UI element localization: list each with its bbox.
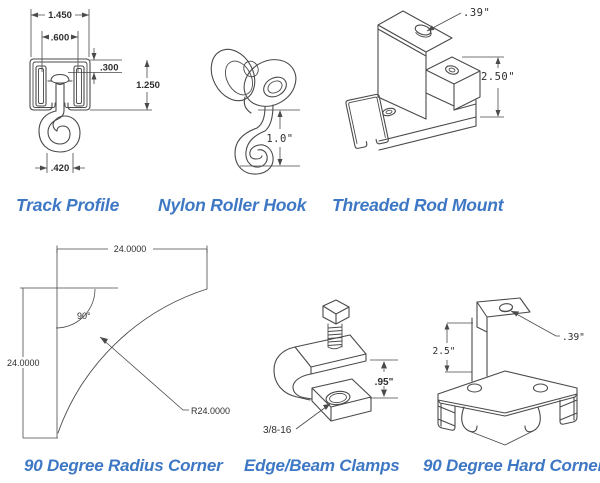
vertical-plate [377,28,427,120]
radius-arc [57,288,208,434]
hard-corner-drawing: 2.5" .39" [430,297,585,446]
dim-hook-drop: 1.0" [266,133,293,145]
dim-overall-width: 1.450 [48,10,72,21]
threaded-hole [325,390,351,406]
edge-beam-clamp-drawing: .95" 3/8-16 [263,299,398,436]
caption-hard-corner: 90 Degree Hard Corner [423,456,600,475]
dim-inner-width: .600 [51,33,70,44]
stem-plate [471,317,488,382]
saddle-bracket [425,56,481,111]
caption-edge-beam-clamps: Edge/Beam Clamps [244,456,400,475]
threaded-rod-mount-drawing: .39" 2.50" [345,7,515,151]
corner-plate [437,370,578,417]
dim-corner-height: 2.5" [433,346,456,357]
dim-corner-hole: .39" [562,332,585,343]
clamp-top-face [294,334,367,375]
bolt-head [322,299,350,325]
right-roller-wheel [243,59,297,107]
top-flange [377,10,453,57]
hook-outline [234,106,274,175]
dim-mount-height: 2.50" [481,71,515,83]
nylon-roller-hook-drawing: 1.0" [210,48,300,175]
clamp-jaw [311,378,372,422]
right-channel [559,393,578,425]
angle-arc [55,288,96,329]
bolt-threads [327,323,343,350]
caption-threaded-rod-mount: Threaded Rod Mount [332,195,504,215]
dim-thread-size: 3/8-16 [263,425,292,436]
caption-radius-corner: 90 Degree Radius Corner [24,456,223,475]
caption-nylon-roller-hook: Nylon Roller Hook [158,195,307,215]
radius-corner-drawing: 24.0000 90° 24.0000 R24.0000 [6,244,230,439]
track-channel [345,93,389,149]
left-channel [437,399,456,431]
dim-angle: 90° [77,311,91,321]
top-tab [476,297,531,333]
left-roller-wheel [210,48,256,102]
dim-slot-width: .420 [51,163,70,174]
track-profile-drawing: 1.450 .600 .300 1.250 .420 [29,9,162,174]
dim-height: 1.250 [136,80,160,91]
dim-hole-dia: .39" [463,7,490,19]
caption-track-profile: Track Profile [16,195,120,215]
clamp-web-outer [273,346,311,401]
dim-leg-top: 24.0000 [114,244,147,254]
dim-lip-depth: .300 [100,63,119,74]
dim-leg-left: 24.0000 [7,358,40,368]
dim-radius: R24.0000 [191,406,230,416]
dim-jaw-opening: .95" [375,377,394,388]
